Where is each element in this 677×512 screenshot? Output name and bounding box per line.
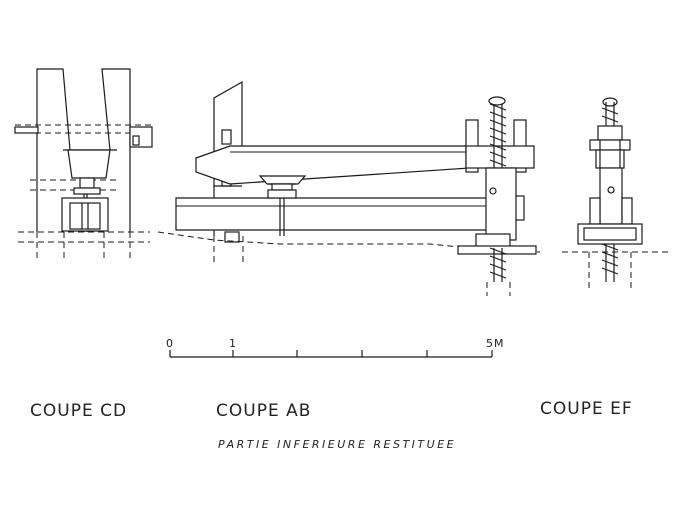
subtitle-partie-inferieure: PARTIE INFERIEURE RESTITUEE: [218, 438, 456, 451]
scale-bar: 0 1 5M: [166, 337, 505, 358]
scale-tick-5: 5M: [486, 337, 505, 350]
section-ab-drawing: [157, 80, 541, 296]
section-cd-drawing: [14, 68, 155, 258]
label-coupe-ab: COUPE AB: [216, 401, 311, 421]
section-ef-drawing: [562, 97, 668, 292]
scale-tick-1: 1: [229, 337, 237, 350]
scale-tick-0: 0: [166, 337, 174, 350]
label-coupe-ef: COUPE EF: [540, 399, 633, 419]
label-coupe-cd: COUPE CD: [30, 401, 127, 421]
